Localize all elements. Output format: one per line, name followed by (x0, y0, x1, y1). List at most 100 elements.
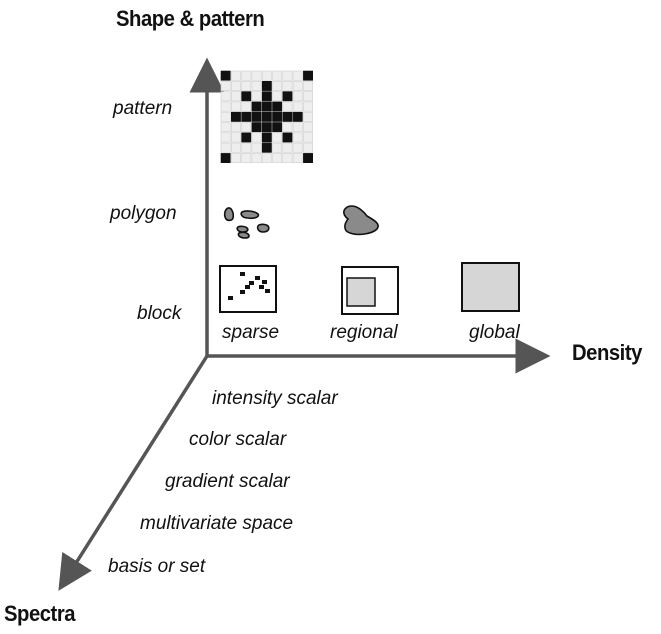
pattern-cell-empty (292, 81, 303, 91)
pattern-cell-empty (231, 101, 241, 112)
pattern-cell-empty (231, 122, 241, 133)
pattern-cell-empty (220, 122, 231, 133)
pattern-cell-empty (303, 111, 313, 122)
pattern-cell-empty (282, 70, 293, 81)
regional-block-icon (341, 266, 399, 315)
pattern-cell-filled (261, 122, 272, 133)
pattern-cell-empty (220, 111, 231, 122)
horizontal-axis-title: Density (572, 340, 642, 365)
pattern-cell-empty (303, 101, 313, 112)
pattern-cell-empty (272, 91, 283, 102)
pattern-cell-filled (261, 91, 272, 102)
pattern-cell-empty (220, 91, 231, 102)
pattern-cell-empty (303, 142, 313, 153)
density-level-regional: regional (330, 322, 398, 343)
pattern-cell-empty (282, 101, 293, 112)
pattern-cell-empty (231, 81, 241, 91)
pattern-cell-filled (292, 111, 303, 122)
pattern-cell-empty (292, 132, 303, 143)
pattern-cell-empty (292, 91, 303, 102)
pattern-cell-empty (261, 153, 272, 163)
pattern-cell-filled (251, 122, 262, 133)
pattern-cell-filled (261, 81, 272, 91)
pattern-cell-empty (251, 132, 262, 143)
pattern-cell-empty (220, 101, 231, 112)
pattern-cell-filled (272, 101, 283, 112)
pattern-cell-empty (272, 142, 283, 153)
spectra-level-gradient-scalar: gradient scalar (165, 471, 290, 492)
pattern-cell-empty (251, 81, 262, 91)
pattern-cell-empty (272, 132, 283, 143)
pattern-cell-empty (282, 153, 293, 163)
pattern-cell-filled (251, 111, 262, 122)
pattern-cell-empty (241, 122, 252, 133)
pattern-cell-filled (231, 111, 241, 122)
pattern-cell-empty (241, 70, 252, 81)
density-level-sparse: sparse (222, 322, 280, 343)
sparse-block-icon (219, 265, 277, 313)
pattern-cell-filled (272, 122, 283, 133)
pattern-cell-empty (241, 81, 252, 91)
pattern-cell-filled (303, 153, 313, 163)
pattern-cell-filled (261, 101, 272, 112)
pattern-cell-empty (241, 142, 252, 153)
pattern-cell-filled (282, 132, 293, 143)
spectra-level-color-scalar: color scalar (189, 429, 287, 450)
pattern-cell-filled (261, 111, 272, 122)
pattern-cell-empty (272, 153, 283, 163)
pattern-cell-empty (241, 153, 252, 163)
diagonal-axis (58, 355, 209, 591)
pattern-cell-empty (303, 91, 313, 102)
pattern-cell-empty (292, 101, 303, 112)
pattern-cell-empty (231, 132, 241, 143)
pattern-cell-filled (303, 70, 313, 81)
pattern-cell-filled (220, 153, 231, 163)
pattern-cell-empty (282, 122, 293, 133)
pattern-cell-empty (231, 142, 241, 153)
regional-polygon-icon (343, 205, 379, 236)
pattern-cell-empty (303, 122, 313, 133)
pattern-cell-empty (231, 153, 241, 163)
global-block-icon (461, 262, 520, 312)
pattern-cell-empty (220, 142, 231, 153)
shape-level-polygon: polygon (110, 203, 177, 224)
pattern-cell-filled (261, 132, 272, 143)
pattern-cell-empty (303, 132, 313, 143)
pattern-cell-empty (292, 153, 303, 163)
pattern-cell-empty (272, 70, 283, 81)
diagonal-axis-title: Spectra (4, 601, 76, 626)
pattern-cell-empty (251, 142, 262, 153)
pattern-cell-filled (272, 111, 283, 122)
pattern-cell-empty (251, 153, 262, 163)
pattern-cell-filled (261, 142, 272, 153)
pattern-cell-filled (282, 111, 293, 122)
shape-level-block: block (137, 303, 182, 324)
spectra-level-basis-or-set: basis or set (108, 556, 206, 577)
pattern-cell-empty (292, 70, 303, 81)
pattern-cell-empty (282, 142, 293, 153)
pattern-cell-empty (292, 142, 303, 153)
vertical-axis-title: Shape & pattern (116, 6, 265, 31)
shape-level-pattern: pattern (113, 98, 173, 119)
pattern-cell-filled (241, 111, 252, 122)
pattern-cell-empty (220, 81, 231, 91)
pattern-cell-empty (231, 91, 241, 102)
spectra-level-intensity-scalar: intensity scalar (212, 388, 338, 409)
density-level-global: global (469, 322, 520, 343)
spectra-level-multivariate-space: multivariate space (140, 513, 294, 534)
pattern-cell-filled (251, 101, 262, 112)
pattern-cell-empty (241, 101, 252, 112)
pattern-cell-empty (220, 132, 231, 143)
pattern-cell-filled (282, 91, 293, 102)
pattern-cell-filled (241, 91, 252, 102)
pattern-cell-empty (231, 70, 241, 81)
pattern-cell-empty (292, 122, 303, 133)
pattern-cell-empty (282, 81, 293, 91)
pattern-grid-icon (220, 70, 313, 163)
pattern-cell-empty (303, 81, 313, 91)
pattern-cell-filled (241, 132, 252, 143)
sparse-polygons-icon (223, 207, 270, 239)
pattern-cell-empty (251, 70, 262, 81)
